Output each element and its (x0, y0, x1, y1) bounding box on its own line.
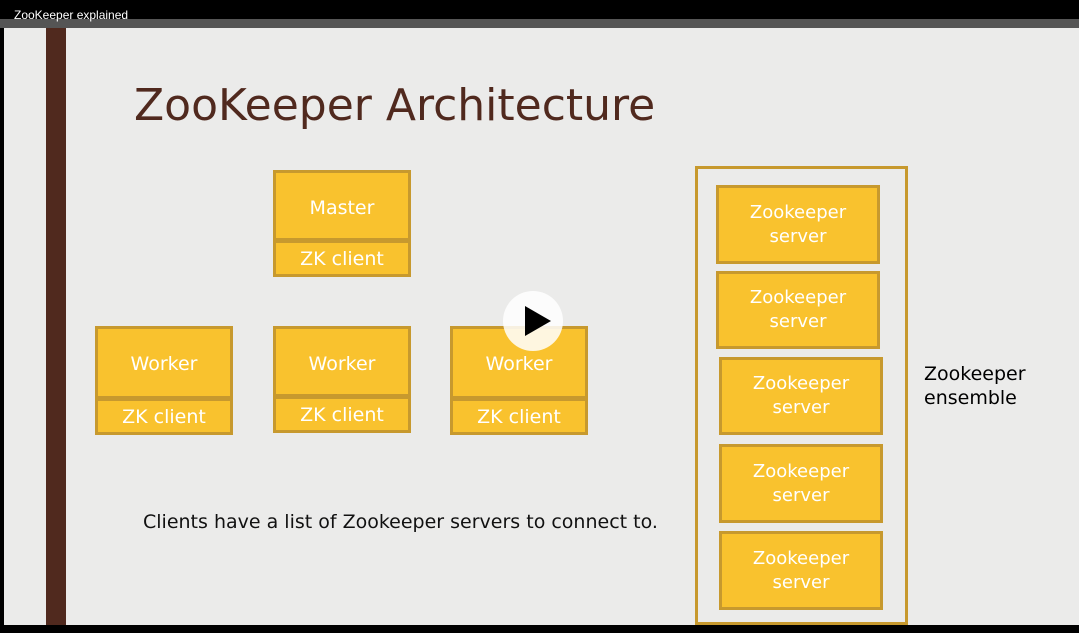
zookeeper-server-label: Zookeeper server (752, 547, 850, 593)
worker-zk-client: ZK client (453, 396, 585, 432)
zookeeper-server-label: Zookeeper server (749, 201, 847, 247)
video-title: ZooKeeper explained (14, 8, 129, 22)
video-title-bar: ZooKeeper explained (0, 0, 1079, 28)
zookeeper-server-label: Zookeeper server (749, 287, 847, 332)
master-zk-client: ZK client (276, 238, 408, 274)
slide-accent-bar (46, 28, 66, 625)
worker-box: Worker ZK client (273, 326, 411, 433)
slide: ZooKeeper Architecture Master ZK client … (4, 28, 1079, 625)
slide-caption: Clients have a list of Zookeeper servers… (143, 511, 658, 533)
worker-label: Worker (308, 353, 376, 375)
master-label: Master (309, 197, 375, 219)
zookeeper-ensemble-frame (695, 166, 908, 625)
worker-box: Worker ZK client (95, 326, 233, 435)
master-box: Master ZK client (273, 170, 411, 277)
worker-zk-client: ZK client (276, 394, 408, 430)
play-icon (525, 306, 551, 336)
slide-heading: ZooKeeper Architecture (134, 80, 656, 131)
worker-zk-client: ZK client (98, 396, 230, 432)
worker-label: Worker (485, 353, 553, 375)
ensemble-label: Zookeeper ensemble (924, 363, 1026, 409)
zookeeper-server-label: Zookeeper server (752, 373, 850, 418)
zookeeper-server: Zookeeper server (719, 444, 883, 523)
zookeeper-server: Zookeeper server (719, 357, 883, 435)
zookeeper-server: Zookeeper server (716, 185, 880, 264)
zookeeper-server: Zookeeper server (716, 271, 880, 349)
worker-label: Worker (130, 353, 198, 375)
zookeeper-server-label: Zookeeper server (752, 460, 850, 506)
title-bar-strip (0, 19, 1079, 28)
zookeeper-server: Zookeeper server (719, 531, 883, 610)
play-button[interactable] (503, 291, 563, 351)
